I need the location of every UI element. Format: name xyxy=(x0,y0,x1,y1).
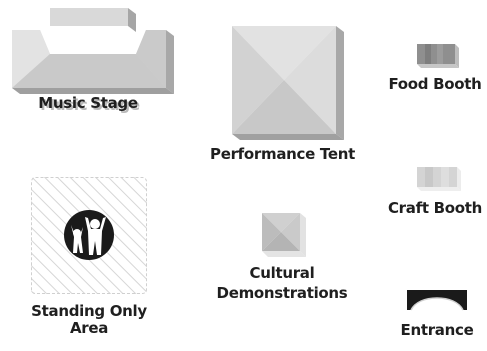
food-booth-label: Food Booth xyxy=(388,75,482,93)
music-stage-icon xyxy=(12,8,174,94)
arch-icon xyxy=(407,290,467,311)
cultural-demonstrations-label-line-1: Cultural xyxy=(249,264,315,282)
cultural-demonstrations-icon xyxy=(262,213,306,257)
food-booth-icon xyxy=(417,44,459,68)
performance-tent-icon xyxy=(232,26,344,140)
cultural-demonstrations-label-line-2: Demonstrations xyxy=(216,284,348,302)
entrance-label: Entrance xyxy=(400,321,474,339)
standing-only-area-label-line-2: Area xyxy=(69,319,109,337)
standing-only-area-label-line-1: Standing Only xyxy=(31,302,147,320)
music-stage-label: Music Stage xyxy=(38,94,138,112)
performance-tent-label: Performance Tent xyxy=(210,145,355,163)
craft-booth-label: Craft Booth xyxy=(387,199,483,217)
standing-only-area-icon xyxy=(31,177,147,294)
crowd-icon xyxy=(64,210,114,260)
craft-booth-icon xyxy=(417,167,461,191)
